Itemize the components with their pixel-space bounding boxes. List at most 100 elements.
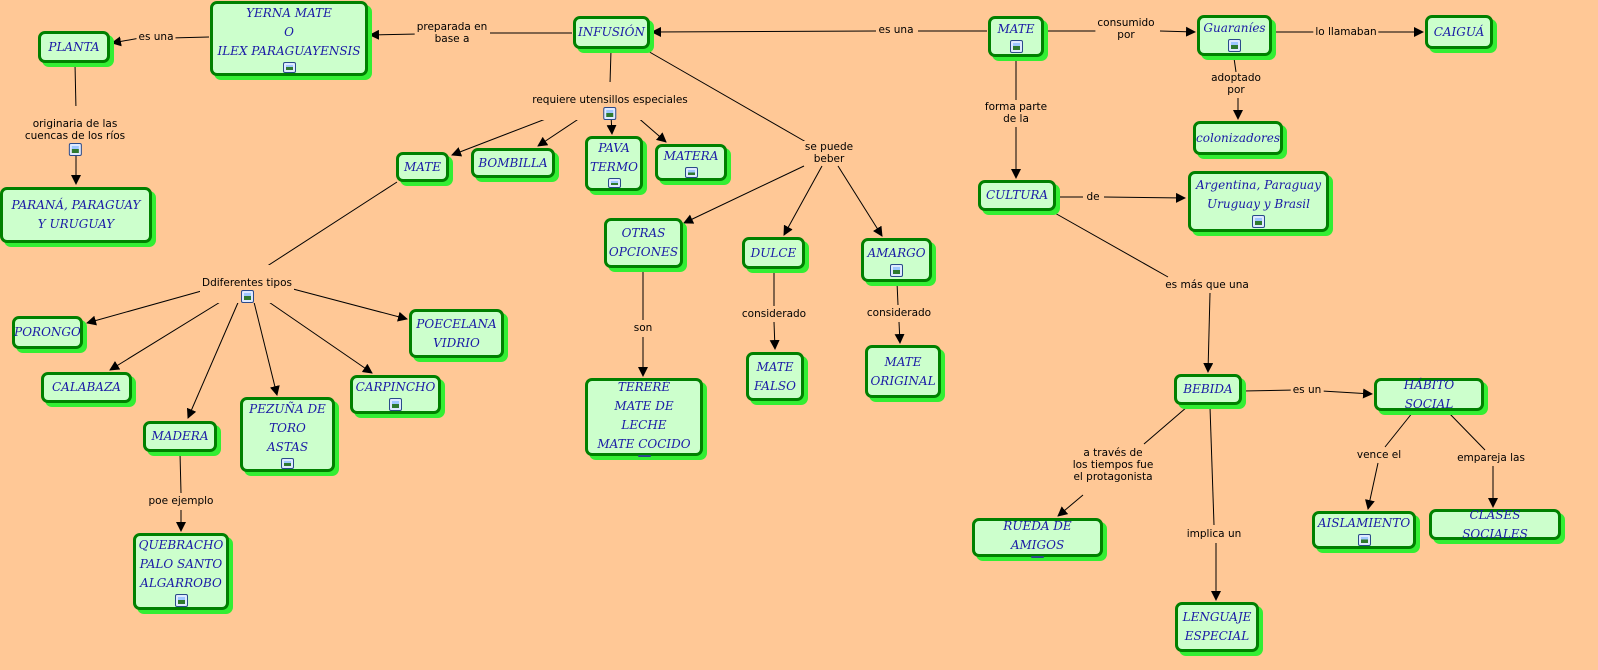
image-icon[interactable] <box>1357 534 1371 546</box>
concept-argentina[interactable]: Argentina, Paraguay Uruguay y Brasil <box>1188 171 1329 232</box>
link-requiere: requiere utensillos especiales <box>530 82 690 120</box>
concept-cultura[interactable]: CULTURA <box>978 180 1056 211</box>
connector-line <box>645 49 807 143</box>
concept-label: MATE FALSO <box>754 359 796 393</box>
concept-label: CARPINCHO <box>355 380 436 394</box>
concept-pava-termo[interactable]: PAVA TERMO <box>585 136 643 191</box>
concept-pezuna[interactable]: PEZUÑA DE TORO ASTAS <box>240 397 335 472</box>
image-icon[interactable] <box>389 398 402 411</box>
image-icon[interactable] <box>174 594 188 607</box>
image-icon[interactable] <box>1252 214 1265 228</box>
concept-label: MADERA <box>151 429 209 443</box>
image-icon[interactable] <box>684 167 698 178</box>
concept-yerba-mate[interactable]: YERNA MATE O ILEX PARAGUAYENSIS <box>210 1 368 76</box>
concept-label: POECELANA VIDRIO <box>416 316 497 350</box>
link-consumido: consumido por <box>1095 17 1157 41</box>
concept-planta[interactable]: PLANTA <box>38 31 110 63</box>
concept-label: LENGUAJE ESPECIAL <box>1182 610 1252 643</box>
concept-lenguaje-especial[interactable]: LENGUAJE ESPECIAL <box>1175 602 1259 652</box>
concept-mate-top[interactable]: MATE <box>988 16 1044 57</box>
concept-label: AMARGO <box>867 245 926 260</box>
image-icon[interactable] <box>1009 40 1023 53</box>
concept-mate-original[interactable]: MATE ORIGINAL <box>865 345 941 398</box>
link-mas-que: es más que una <box>1163 279 1251 291</box>
concept-madera[interactable]: MADERA <box>143 421 217 452</box>
connector-line <box>257 181 398 273</box>
concept-bebida[interactable]: BEBIDA <box>1174 374 1242 405</box>
concept-label: MATE <box>997 22 1035 36</box>
concept-colonizadores[interactable]: colonizadores <box>1193 121 1283 155</box>
connector-line <box>369 29 419 40</box>
concept-label: PEZUÑA DE TORO ASTAS <box>249 402 326 454</box>
link-forma-parte: forma parte de la <box>982 101 1050 125</box>
connector-line <box>783 165 823 236</box>
concept-matera[interactable]: MATERA <box>655 144 727 181</box>
concept-label: MATE <box>403 159 442 174</box>
connector-line <box>292 288 408 322</box>
concept-label: Argentina, Paraguay Uruguay y Brasil <box>1195 177 1321 211</box>
link-poe-ejemplo: poe ejemplo <box>146 495 216 507</box>
link-es-una-planta: es una <box>136 31 176 43</box>
concept-label: PARANÁ, PARAGUAY Y URUGUAY <box>11 198 141 231</box>
link-label: Ddiferentes tipos <box>201 277 293 289</box>
image-icon[interactable] <box>1228 39 1241 52</box>
connector-line <box>1384 411 1414 448</box>
concept-aislamiento[interactable]: AISLAMIENTO <box>1312 511 1416 549</box>
concept-porcelana[interactable]: POECELANA VIDRIO <box>409 309 504 358</box>
concept-label: QUEBRACHO PALO SANTO ALGARROBO <box>138 538 224 590</box>
concept-label: BOMBILLA <box>478 155 548 170</box>
concept-rueda-amigos[interactable]: RUEDA DE AMIGOS <box>972 518 1103 558</box>
connector-line <box>1203 292 1214 373</box>
link-diferentes: Ddiferentes tipos <box>199 265 295 303</box>
concept-dulce[interactable]: DULCE <box>742 237 805 269</box>
concept-label: TERERÉ MATE DE LECHE MATE COCIDO <box>597 379 691 451</box>
connector-line <box>109 295 231 371</box>
image-icon[interactable] <box>890 263 903 277</box>
link-label: requiere utensillos especiales <box>532 94 688 106</box>
image-icon[interactable] <box>603 107 617 120</box>
concept-bombilla[interactable]: BOMBILLA <box>471 148 555 178</box>
concept-clases-sociales[interactable]: CLASES SOCIALES <box>1429 508 1561 541</box>
link-implica: implica un <box>1184 528 1244 540</box>
concept-caigua[interactable]: CAIGUÁ <box>1425 15 1493 49</box>
concept-habito-social[interactable]: HÁBITO SOCIAL <box>1374 378 1484 411</box>
connector-line <box>837 165 883 237</box>
concept-label: RUEDA DE AMIGOS <box>1003 519 1072 552</box>
image-icon[interactable] <box>637 454 651 457</box>
link-adoptado: adoptado por <box>1209 72 1263 96</box>
link-son: son <box>631 322 655 334</box>
concept-amargo[interactable]: AMARGO <box>861 238 932 282</box>
connector-line <box>186 297 241 419</box>
concept-label: PLANTA <box>48 39 100 54</box>
connector-line <box>111 36 141 47</box>
image-icon[interactable] <box>607 178 621 188</box>
concept-mate-falso[interactable]: MATE FALSO <box>746 352 804 401</box>
concept-quebracho[interactable]: QUEBRACHO PALO SANTO ALGARROBO <box>133 533 229 610</box>
image-icon[interactable] <box>240 290 254 303</box>
concept-calabaza[interactable]: CALABAZA <box>41 372 132 403</box>
link-label: originaria de las cuencas de los ríos <box>24 118 126 142</box>
connector-line <box>169 36 210 39</box>
image-icon[interactable] <box>281 458 294 469</box>
link-originaria: originaria de las cuencas de los ríos <box>22 106 128 156</box>
concept-infusion[interactable]: INFUSIÓN <box>573 16 650 49</box>
concept-mate-mid[interactable]: MATE <box>396 152 449 182</box>
concept-carpincho[interactable]: CARPINCHO <box>350 375 441 414</box>
link-preparada: preparada en base a <box>414 21 490 45</box>
concept-label: AISLAMIENTO <box>1317 516 1411 530</box>
concept-parana[interactable]: PARANÁ, PARAGUAY Y URUGUAY <box>0 187 152 243</box>
concept-terere[interactable]: TERERÉ MATE DE LECHE MATE COCIDO <box>585 378 703 457</box>
concept-guaranies[interactable]: Guaraníes <box>1197 15 1272 56</box>
concept-otras-opciones[interactable]: OTRAS OPCIONES <box>604 218 683 268</box>
concept-label: INFUSIÓN <box>578 25 645 39</box>
image-icon[interactable] <box>68 143 82 156</box>
concept-label: CALABAZA <box>52 380 121 394</box>
connector-line <box>1052 211 1169 278</box>
image-icon[interactable] <box>1031 556 1044 558</box>
connector-line <box>894 321 905 344</box>
image-icon[interactable] <box>282 62 296 73</box>
concept-porongo[interactable]: PORONGO <box>12 316 83 349</box>
concept-label: OTRAS OPCIONES <box>608 226 679 259</box>
concept-label: BEBIDA <box>1183 382 1233 396</box>
